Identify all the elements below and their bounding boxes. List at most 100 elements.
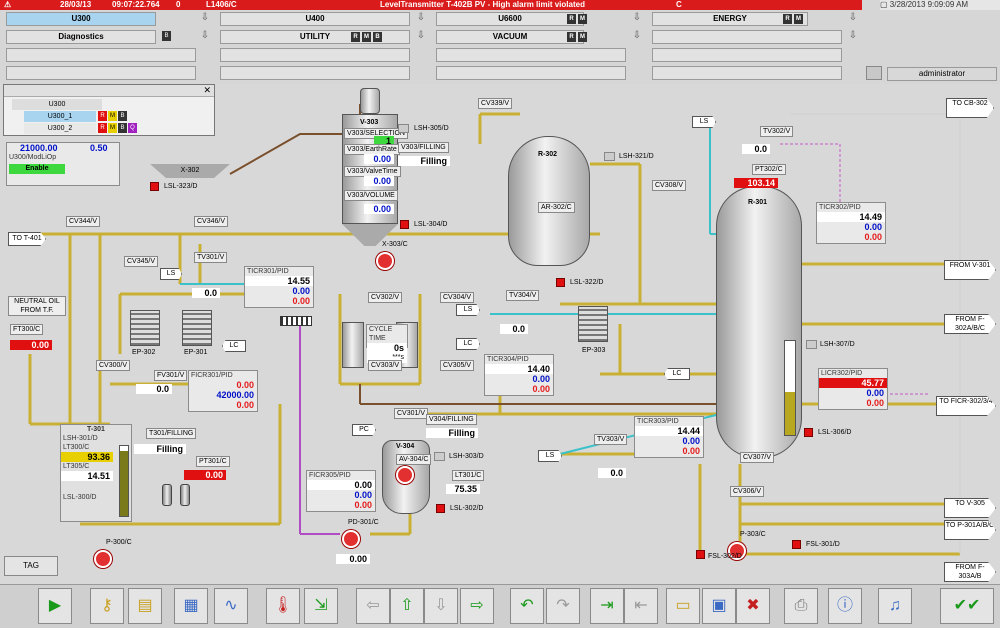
- agitator-av304-icon[interactable]: [396, 466, 414, 484]
- reactor-r302[interactable]: [508, 136, 590, 266]
- back-arrow-icon[interactable]: ⇦: [356, 588, 390, 624]
- forward-arrow-icon[interactable]: ⇨: [460, 588, 494, 624]
- area-button-empty[interactable]: [436, 48, 626, 62]
- link-to-ficr302[interactable]: TO FICR-302/3/4: [936, 396, 996, 416]
- undo-icon[interactable]: ↶: [510, 588, 544, 624]
- area-button-u400[interactable]: U400: [220, 12, 410, 26]
- down-arrow-icon[interactable]: ⇩: [632, 30, 642, 41]
- enter-icon[interactable]: ⇥: [590, 588, 624, 624]
- up-arrow-icon[interactable]: ⇧: [390, 588, 424, 624]
- filter-right-icon[interactable]: [180, 484, 190, 506]
- import-icon[interactable]: ⇲: [304, 588, 338, 624]
- exchanger-ep302[interactable]: [130, 310, 160, 346]
- popup-item-u300-1[interactable]: U300_1: [24, 111, 96, 122]
- controller-pc-cv301[interactable]: PC: [352, 424, 376, 436]
- ficr305-faceplate[interactable]: FICR305/PID 0.00 0.00 0.00: [306, 470, 376, 512]
- acknowledge-icon[interactable]: ✔✔: [940, 588, 994, 624]
- down-arrow-icon[interactable]: ⇩: [416, 12, 426, 23]
- down-arrow-icon[interactable]: ⇩: [200, 12, 210, 23]
- folder-open-icon[interactable]: ▭: [666, 588, 700, 624]
- thermometer-icon[interactable]: 🌡: [266, 588, 300, 624]
- lsh303-indicator[interactable]: [434, 452, 445, 461]
- alarm-fsl302-icon[interactable]: [696, 550, 705, 559]
- sound-icon[interactable]: ♫: [878, 588, 912, 624]
- alarm-lsl302-icon[interactable]: [436, 504, 445, 513]
- play-icon[interactable]: ▶: [38, 588, 72, 624]
- down-arrow-icon[interactable]: ⇩: [848, 12, 858, 23]
- area-button-empty[interactable]: [220, 48, 410, 62]
- licr302-faceplate[interactable]: LICR302/PID 45.77 0.00 0.00: [818, 368, 888, 410]
- down-arrow-icon[interactable]: ⇩: [416, 30, 426, 41]
- controller-ls-tv304[interactable]: LS: [456, 304, 480, 316]
- vessel-x301a[interactable]: [342, 322, 364, 368]
- link-to-t401[interactable]: TO T-401: [8, 232, 46, 246]
- pump-pd301-icon[interactable]: [342, 530, 360, 548]
- trend-icon[interactable]: ∿: [214, 588, 248, 624]
- print-icon[interactable]: ⎙: [784, 588, 818, 624]
- ticr301-faceplate[interactable]: TICR301/PID 14.55 0.00 0.00: [244, 266, 314, 308]
- link-to-cb302[interactable]: TO CB-302: [946, 98, 994, 118]
- controller-lc-ep303[interactable]: LC: [456, 338, 480, 350]
- hopper-x302[interactable]: X-302: [150, 164, 230, 178]
- controller-ls-tv303[interactable]: LS: [538, 450, 562, 462]
- filter-left-icon[interactable]: [162, 484, 172, 506]
- enable-button[interactable]: Enable: [9, 164, 65, 174]
- close-icon[interactable]: ✕: [203, 85, 211, 95]
- area-button-empty[interactable]: [652, 30, 842, 44]
- area-button-empty[interactable]: [652, 66, 842, 80]
- notepad-icon[interactable]: ▤: [128, 588, 162, 624]
- controller-lc-ep301[interactable]: LC: [222, 340, 246, 352]
- exchanger-ep303[interactable]: [578, 306, 608, 342]
- lsh305-indicator[interactable]: [398, 124, 409, 133]
- ticr303-faceplate[interactable]: TICR303/PID 14.44 0.00 0.00: [634, 416, 704, 458]
- alarm-lsl323-icon[interactable]: [150, 182, 159, 191]
- down-arrow-icon[interactable]: ⇩: [848, 30, 858, 41]
- save-icon[interactable]: ▣: [702, 588, 736, 624]
- info-icon[interactable]: ⓘ: [828, 588, 862, 624]
- area-popup[interactable]: ✕ U300 U300_1 U300_2 R M B R M B Q: [3, 84, 215, 136]
- filter-icon[interactable]: [280, 316, 312, 326]
- alarm-fsl301-icon[interactable]: [792, 540, 801, 549]
- tank-t301[interactable]: T-301 LSH-301/D LT300/C 93.36 LT305/C 14…: [60, 424, 132, 522]
- pump-p300-icon[interactable]: [94, 550, 112, 568]
- down-arrow-icon[interactable]: ⇩: [424, 588, 458, 624]
- ticr302-faceplate[interactable]: TICR302/PID 14.49 0.00 0.00: [816, 202, 886, 244]
- pump-p303-icon[interactable]: [728, 542, 746, 560]
- link-to-p301[interactable]: TO P-301A/B/C: [944, 520, 996, 540]
- area-button-u300[interactable]: U300: [6, 12, 156, 26]
- cycle-time-panel[interactable]: CYCLE TIME 0s ***s: [366, 324, 408, 363]
- link-from-v301[interactable]: FROM V-301: [944, 260, 996, 280]
- area-button-empty[interactable]: [652, 48, 842, 62]
- alarm-banner[interactable]: ⚠ 28/03/13 09:07:22.764 0 L1406/C LevelT…: [0, 0, 862, 10]
- down-arrow-icon[interactable]: ⇩: [632, 12, 642, 23]
- report-icon[interactable]: ▦: [174, 588, 208, 624]
- motor-x303-icon[interactable]: [376, 252, 394, 270]
- exit-icon[interactable]: ⇤: [624, 588, 658, 624]
- controller-ls-tv301[interactable]: LS: [160, 268, 182, 280]
- lsh321-indicator[interactable]: [604, 152, 615, 161]
- alarm-lsl306-icon[interactable]: [804, 428, 813, 437]
- logged-user[interactable]: administrator: [887, 67, 997, 81]
- close-file-icon[interactable]: ✖: [736, 588, 770, 624]
- keys-icon[interactable]: ⚷: [90, 588, 124, 624]
- alarm-lsl304-icon[interactable]: [400, 220, 409, 229]
- link-from-f302[interactable]: FROM F-302A/B/C: [944, 314, 996, 334]
- link-from-f303[interactable]: FROM F-303A/B: [944, 562, 996, 582]
- popup-item-u300-2[interactable]: U300_2: [24, 123, 96, 134]
- tag-button[interactable]: TAG: [4, 556, 58, 576]
- area-button-diagnostics[interactable]: Diagnostics: [6, 30, 156, 44]
- lsh307-indicator[interactable]: [806, 340, 817, 349]
- ticr304-faceplate[interactable]: TICR304/PID 14.40 0.00 0.00: [484, 354, 554, 396]
- feeder-v303[interactable]: [360, 88, 380, 114]
- controller-ls-tv302[interactable]: LS: [692, 116, 716, 128]
- area-button-empty[interactable]: [220, 66, 410, 80]
- redo-icon[interactable]: ↷: [546, 588, 580, 624]
- area-button-empty[interactable]: [436, 66, 626, 80]
- link-to-v305[interactable]: TO V-305: [944, 498, 996, 518]
- area-button-empty[interactable]: [6, 66, 196, 80]
- keyboard-icon[interactable]: [866, 66, 882, 80]
- alarm-lsl322-icon[interactable]: [556, 278, 565, 287]
